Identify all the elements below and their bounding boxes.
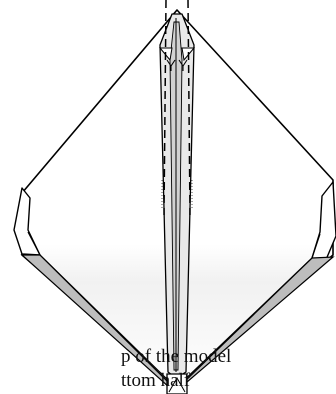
y-mark-left bbox=[166, 59, 176, 71]
right-fold-line bbox=[181, 233, 321, 385]
caption-line-2: ttom half bbox=[121, 370, 191, 391]
y-mark-right bbox=[178, 59, 188, 71]
dashed-line-left bbox=[163, 0, 167, 216]
left-fold-line bbox=[27, 231, 171, 385]
dashed-line-right bbox=[187, 0, 191, 216]
bottom-tab-crease bbox=[168, 376, 186, 393]
instruction-caption: p of the model ttom half bbox=[121, 345, 336, 394]
caption-line-1: p of the model bbox=[121, 346, 232, 367]
bottom-tab bbox=[166, 373, 188, 394]
